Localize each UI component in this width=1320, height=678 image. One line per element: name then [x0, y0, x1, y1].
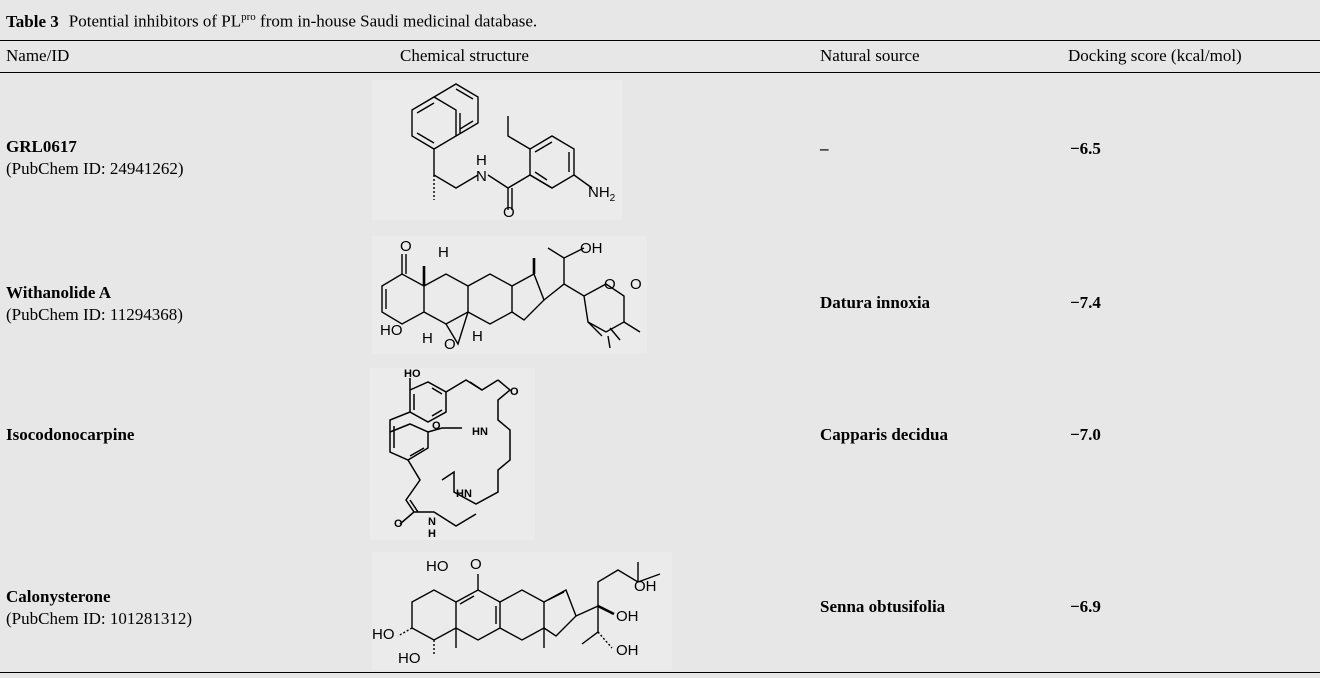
atom-label: HN — [472, 426, 488, 438]
atom-label: O — [510, 386, 519, 398]
atom-label: OH — [616, 642, 639, 659]
compound-name: Isocodonocarpine — [6, 425, 135, 444]
natural-source: Capparis decidua — [820, 425, 948, 444]
atom-label: H — [422, 330, 433, 347]
atom-label: OH — [634, 578, 657, 595]
atom-label: O — [444, 336, 456, 353]
atom-label: H — [472, 328, 483, 345]
natural-source: Senna obtusifolia — [820, 597, 946, 616]
table-caption: Table 3 Potential inhibitors of PLpro fro… — [6, 6, 537, 33]
atom-label: NH2 — [588, 184, 616, 204]
caption-superscript: pro — [241, 11, 256, 23]
atom-label: HO — [404, 368, 421, 380]
header-source: Natural source — [820, 46, 920, 65]
atom-label: H — [438, 244, 449, 261]
compound-name: Withanolide A — [6, 283, 112, 302]
atom-label: HO — [426, 558, 449, 575]
atom-label: H — [476, 152, 487, 169]
atom-label: OH — [616, 608, 639, 625]
atom-label: H — [428, 528, 436, 540]
compound-id: (PubChem ID: 24941262) — [6, 159, 184, 178]
atom-label: OH — [580, 240, 603, 257]
atom-label: O — [394, 518, 403, 530]
table-bottom-rule — [0, 672, 1320, 673]
atom-label: HO — [398, 650, 421, 667]
docking-score: −7.0 — [1070, 425, 1101, 444]
header-score: Docking score (kcal/mol) — [1068, 46, 1242, 65]
structure-isocodonocarpine: HO O O HN HN O N H — [370, 368, 535, 540]
structure-calonysterone: HO O OH HO OH OH HO — [372, 552, 672, 670]
compound-name: GRL0617 — [6, 137, 77, 156]
atom-label: O — [470, 556, 482, 573]
docking-score: −7.4 — [1070, 293, 1101, 312]
header-rule — [0, 72, 1320, 73]
header-structure: Chemical structure — [400, 46, 529, 65]
caption-text: Potential inhibitors of PL — [68, 11, 242, 31]
atom-label: O — [630, 276, 642, 293]
structure-withanolide-a: O H OH O O HO H H O — [372, 236, 647, 354]
atom-label: O — [400, 238, 412, 255]
natural-source: – — [820, 139, 829, 158]
atom-label: HN — [456, 488, 472, 500]
atom-label: HO — [372, 626, 395, 643]
natural-source: Datura innoxia — [820, 293, 931, 312]
table-top-rule — [0, 40, 1320, 41]
atom-label: O — [503, 204, 515, 221]
caption-text-end: from in-house Saudi medicinal database. — [255, 11, 538, 31]
compound-name: Calonysterone — [6, 587, 111, 606]
docking-score: −6.5 — [1070, 139, 1101, 158]
compound-id: (PubChem ID: 11294368) — [6, 305, 183, 324]
structure-grl0617: H N O NH2 — [372, 80, 622, 221]
atom-label: O — [432, 420, 441, 432]
header-name: Name/ID — [6, 46, 70, 65]
docking-score: −6.9 — [1070, 597, 1101, 616]
atom-label: O — [604, 276, 616, 293]
atom-label: N — [476, 168, 487, 185]
table-number: Table 3 — [6, 11, 59, 31]
compound-id: (PubChem ID: 101281312) — [6, 609, 193, 628]
atom-label: N — [428, 516, 436, 528]
atom-label: HO — [380, 322, 403, 339]
